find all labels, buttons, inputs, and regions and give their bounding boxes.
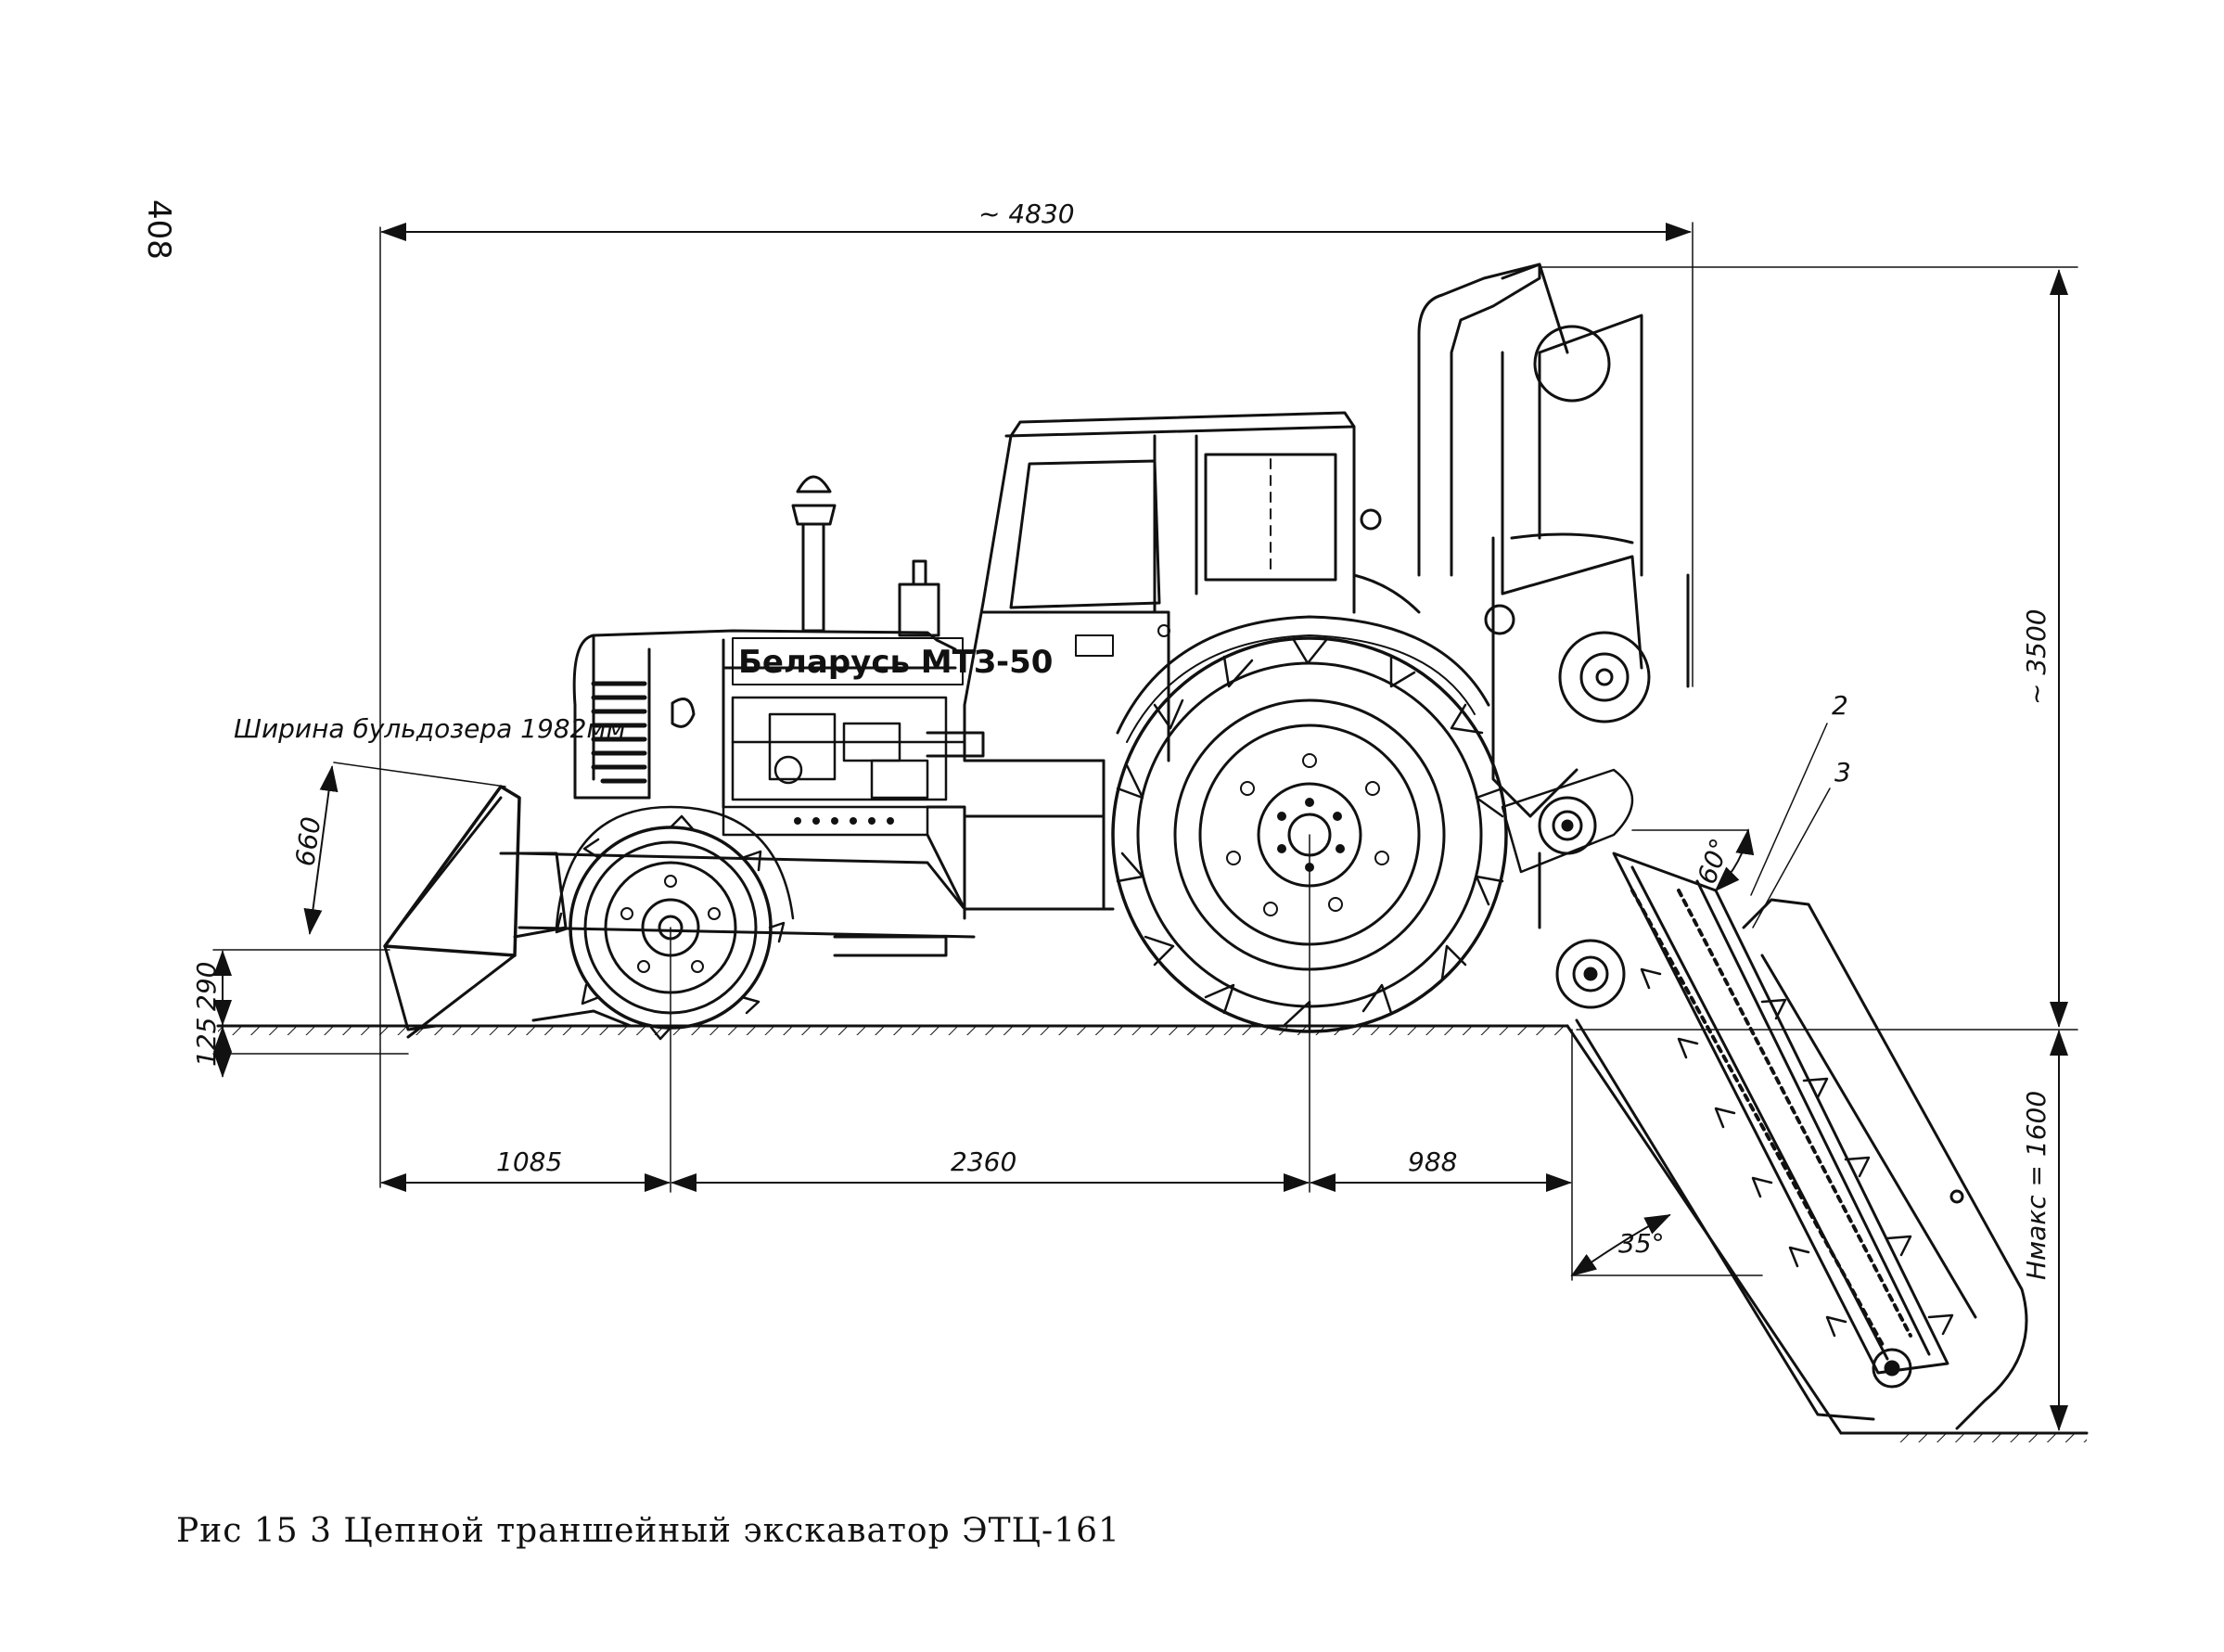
max-depth-label: Hмакс = 1600 xyxy=(2021,1091,2051,1280)
boom-angle-label: 60° xyxy=(1692,834,1736,888)
trench-angle-label: 35° xyxy=(1618,1228,1665,1259)
dimension-max-depth: Hмакс = 1600 xyxy=(2021,1030,2068,1431)
front-wheel-bolts xyxy=(620,875,721,973)
dimension-overall-length: ~ 4830 xyxy=(379,198,1694,1188)
figure-caption: Рис 15 3 Цепной траншейный экскаватор ЭТ… xyxy=(176,1512,1120,1550)
radiator-grille xyxy=(591,681,647,784)
front-wheel xyxy=(555,805,795,1041)
rear-fender xyxy=(1116,615,1490,735)
bulldozer-width-note: Ширина бульдозера 1982мм xyxy=(234,713,626,744)
callout-3-label: 3 xyxy=(1834,757,1851,788)
callout-3: 3 xyxy=(1752,757,1851,928)
trencher-mast xyxy=(1417,263,1690,818)
dimension-overall-height: ~ 3500 xyxy=(1539,266,2078,1031)
rear-wheel-treads xyxy=(1116,638,1504,1031)
tractor-frame xyxy=(518,731,1115,957)
bolt-row xyxy=(794,817,894,825)
wheelbase-label: 2360 xyxy=(951,1146,1016,1177)
page-number: 408 xyxy=(140,199,177,260)
exhaust-pipe xyxy=(791,475,940,637)
brand-plate: Беларусь МТЗ-50 xyxy=(732,637,1053,685)
tractor-hood xyxy=(572,629,957,809)
tractor-cab xyxy=(963,411,1421,762)
callout-2: 2 xyxy=(1750,690,1848,896)
cab-front-window xyxy=(1009,459,1161,609)
engine xyxy=(722,696,966,837)
blade-drop-label: 125 xyxy=(191,1018,222,1067)
rear-hub-bolts xyxy=(1277,798,1345,872)
overall-height-label: ~ 3500 xyxy=(2021,608,2051,705)
callout-2-label: 2 xyxy=(1832,690,1848,721)
front-wheel-lugs xyxy=(555,814,786,1041)
cab-rear-window xyxy=(1204,453,1337,582)
blade-lift-label: 290 xyxy=(191,962,222,1011)
chain-teeth xyxy=(1640,967,1954,1338)
rear-wheel xyxy=(1111,615,1508,1033)
rear-overhang-label: 988 xyxy=(1408,1146,1457,1177)
dimension-blade: 290 125 660 Ширина бульдозера 1982мм xyxy=(191,713,626,1078)
rear-wheel-bolts xyxy=(1226,753,1389,916)
angle-trench: 35° xyxy=(1570,1214,1763,1277)
trencher-drive xyxy=(1501,768,1634,1009)
blade-height-label: 660 xyxy=(289,814,326,868)
overall-length-label: ~ 4830 xyxy=(978,198,1075,229)
bulldozer-blade xyxy=(383,785,633,1039)
trencher-chain-boom xyxy=(1575,852,2028,1430)
brand-label: Беларусь МТЗ-50 xyxy=(738,644,1053,681)
front-overhang-label: 1085 xyxy=(496,1146,562,1177)
